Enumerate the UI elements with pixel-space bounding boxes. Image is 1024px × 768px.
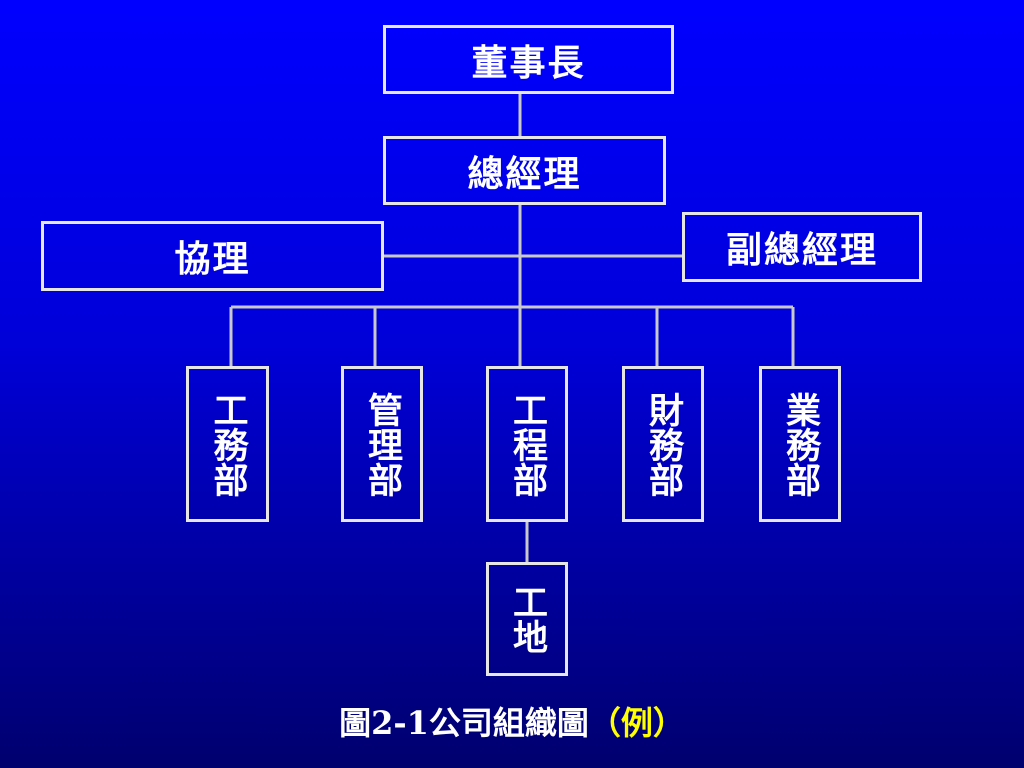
node-finance-dept: 財務部: [622, 366, 704, 522]
node-management-dept: 管理部: [341, 366, 423, 522]
node-business-dept: 業務部: [759, 366, 841, 522]
caption-title: 圖2-1公司組織圖: [339, 704, 589, 742]
management-dept-label: 管理部: [362, 391, 403, 497]
general-manager-label: 總經理: [467, 152, 582, 195]
assistant-manager-label: 協理: [174, 238, 251, 280]
node-chairman: 董事長: [383, 25, 674, 94]
node-general-manager: 總經理: [383, 136, 666, 205]
finance-dept-label: 財務部: [643, 391, 684, 497]
business-dept-label: 業務部: [780, 391, 821, 497]
node-construction-site: 工地: [486, 562, 568, 676]
node-deputy-general-manager: 副總經理: [682, 212, 922, 282]
construction-site-label: 工地: [507, 584, 548, 654]
chairman-label: 董事長: [471, 41, 586, 84]
node-engineering-affairs-dept: 工務部: [186, 366, 269, 522]
engineering-affairs-dept-label: 工務部: [207, 391, 249, 497]
engineering-dept-label: 工程部: [507, 391, 548, 497]
node-assistant-manager: 協理: [41, 221, 384, 291]
caption-example: （例）: [588, 704, 685, 742]
node-engineering-dept: 工程部: [486, 366, 568, 522]
diagram-caption: 圖2-1公司組織圖（例）: [0, 698, 1024, 744]
deputy-general-manager-label: 副總經理: [725, 229, 878, 271]
